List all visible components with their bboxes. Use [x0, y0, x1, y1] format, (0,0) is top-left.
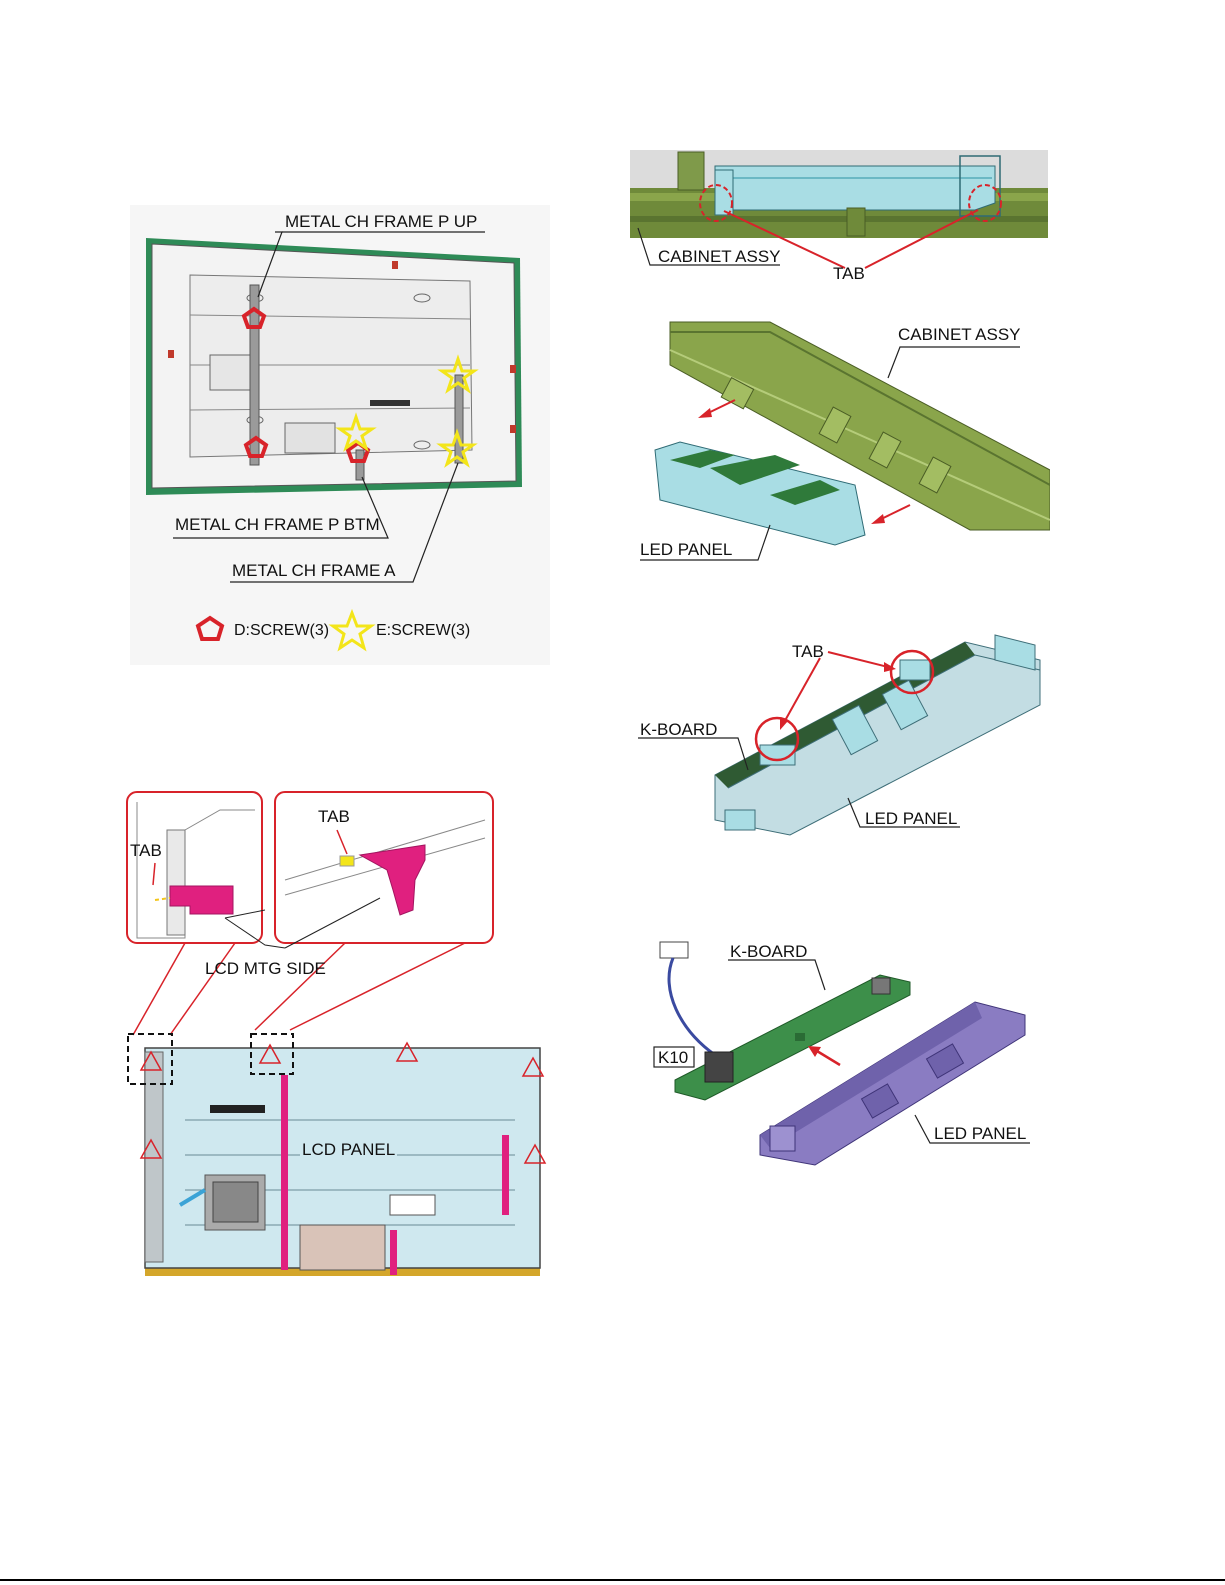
- figure-k-board-removal: K-BOARD K10 LED PANEL: [640, 930, 1050, 1170]
- figure-metal-frames: METAL CH FRAME P UP METAL CH FRAME P BTM…: [130, 205, 550, 665]
- legend-e-screw: E:SCREW(3): [376, 623, 470, 639]
- figure-cabinet-tabs: CABINET ASSY TAB: [630, 148, 1050, 286]
- label-lcd-panel: LCD PANEL: [300, 1141, 397, 1158]
- figure-k-board-led-panel: TAB K-BOARD LED PANEL: [630, 630, 1050, 845]
- label-led-panel-exploded: LED PANEL: [640, 541, 732, 558]
- label-tab-k-board: TAB: [792, 643, 824, 660]
- lcd-panel-drawing: [125, 790, 555, 1290]
- figure-cabinet-led-panel: CABINET ASSY LED PANEL: [640, 320, 1050, 565]
- label-k-board: K-BOARD: [640, 721, 717, 738]
- label-lcd-mtg-side: LCD MTG SIDE: [205, 960, 326, 977]
- label-led-panel-k-board: LED PANEL: [865, 810, 957, 827]
- label-cabinet-assy-exploded: CABINET ASSY: [898, 326, 1021, 343]
- label-tab-right: TAB: [318, 808, 350, 825]
- cabinet-led-panel-drawing: [640, 320, 1050, 565]
- label-metal-ch-frame-p-up: METAL CH FRAME P UP: [285, 213, 477, 230]
- metal-frames-drawing: [130, 205, 550, 665]
- page-bottom-rule: [0, 1579, 1225, 1581]
- label-cabinet-assy-top: CABINET ASSY: [658, 248, 781, 265]
- label-tab-left: TAB: [130, 842, 162, 859]
- label-metal-ch-frame-p-btm: METAL CH FRAME P BTM: [175, 516, 380, 533]
- figure-lcd-panel: TAB TAB LCD MTG SIDE LCD PANEL: [125, 790, 555, 1290]
- label-k-board-removal: K-BOARD: [730, 943, 807, 960]
- label-metal-ch-frame-a: METAL CH FRAME A: [232, 562, 395, 579]
- label-tab-cabinet: TAB: [833, 265, 865, 282]
- label-k10-connector: K10: [658, 1049, 688, 1066]
- label-led-panel-removal: LED PANEL: [934, 1125, 1026, 1142]
- legend-d-screw: D:SCREW(3): [234, 623, 329, 639]
